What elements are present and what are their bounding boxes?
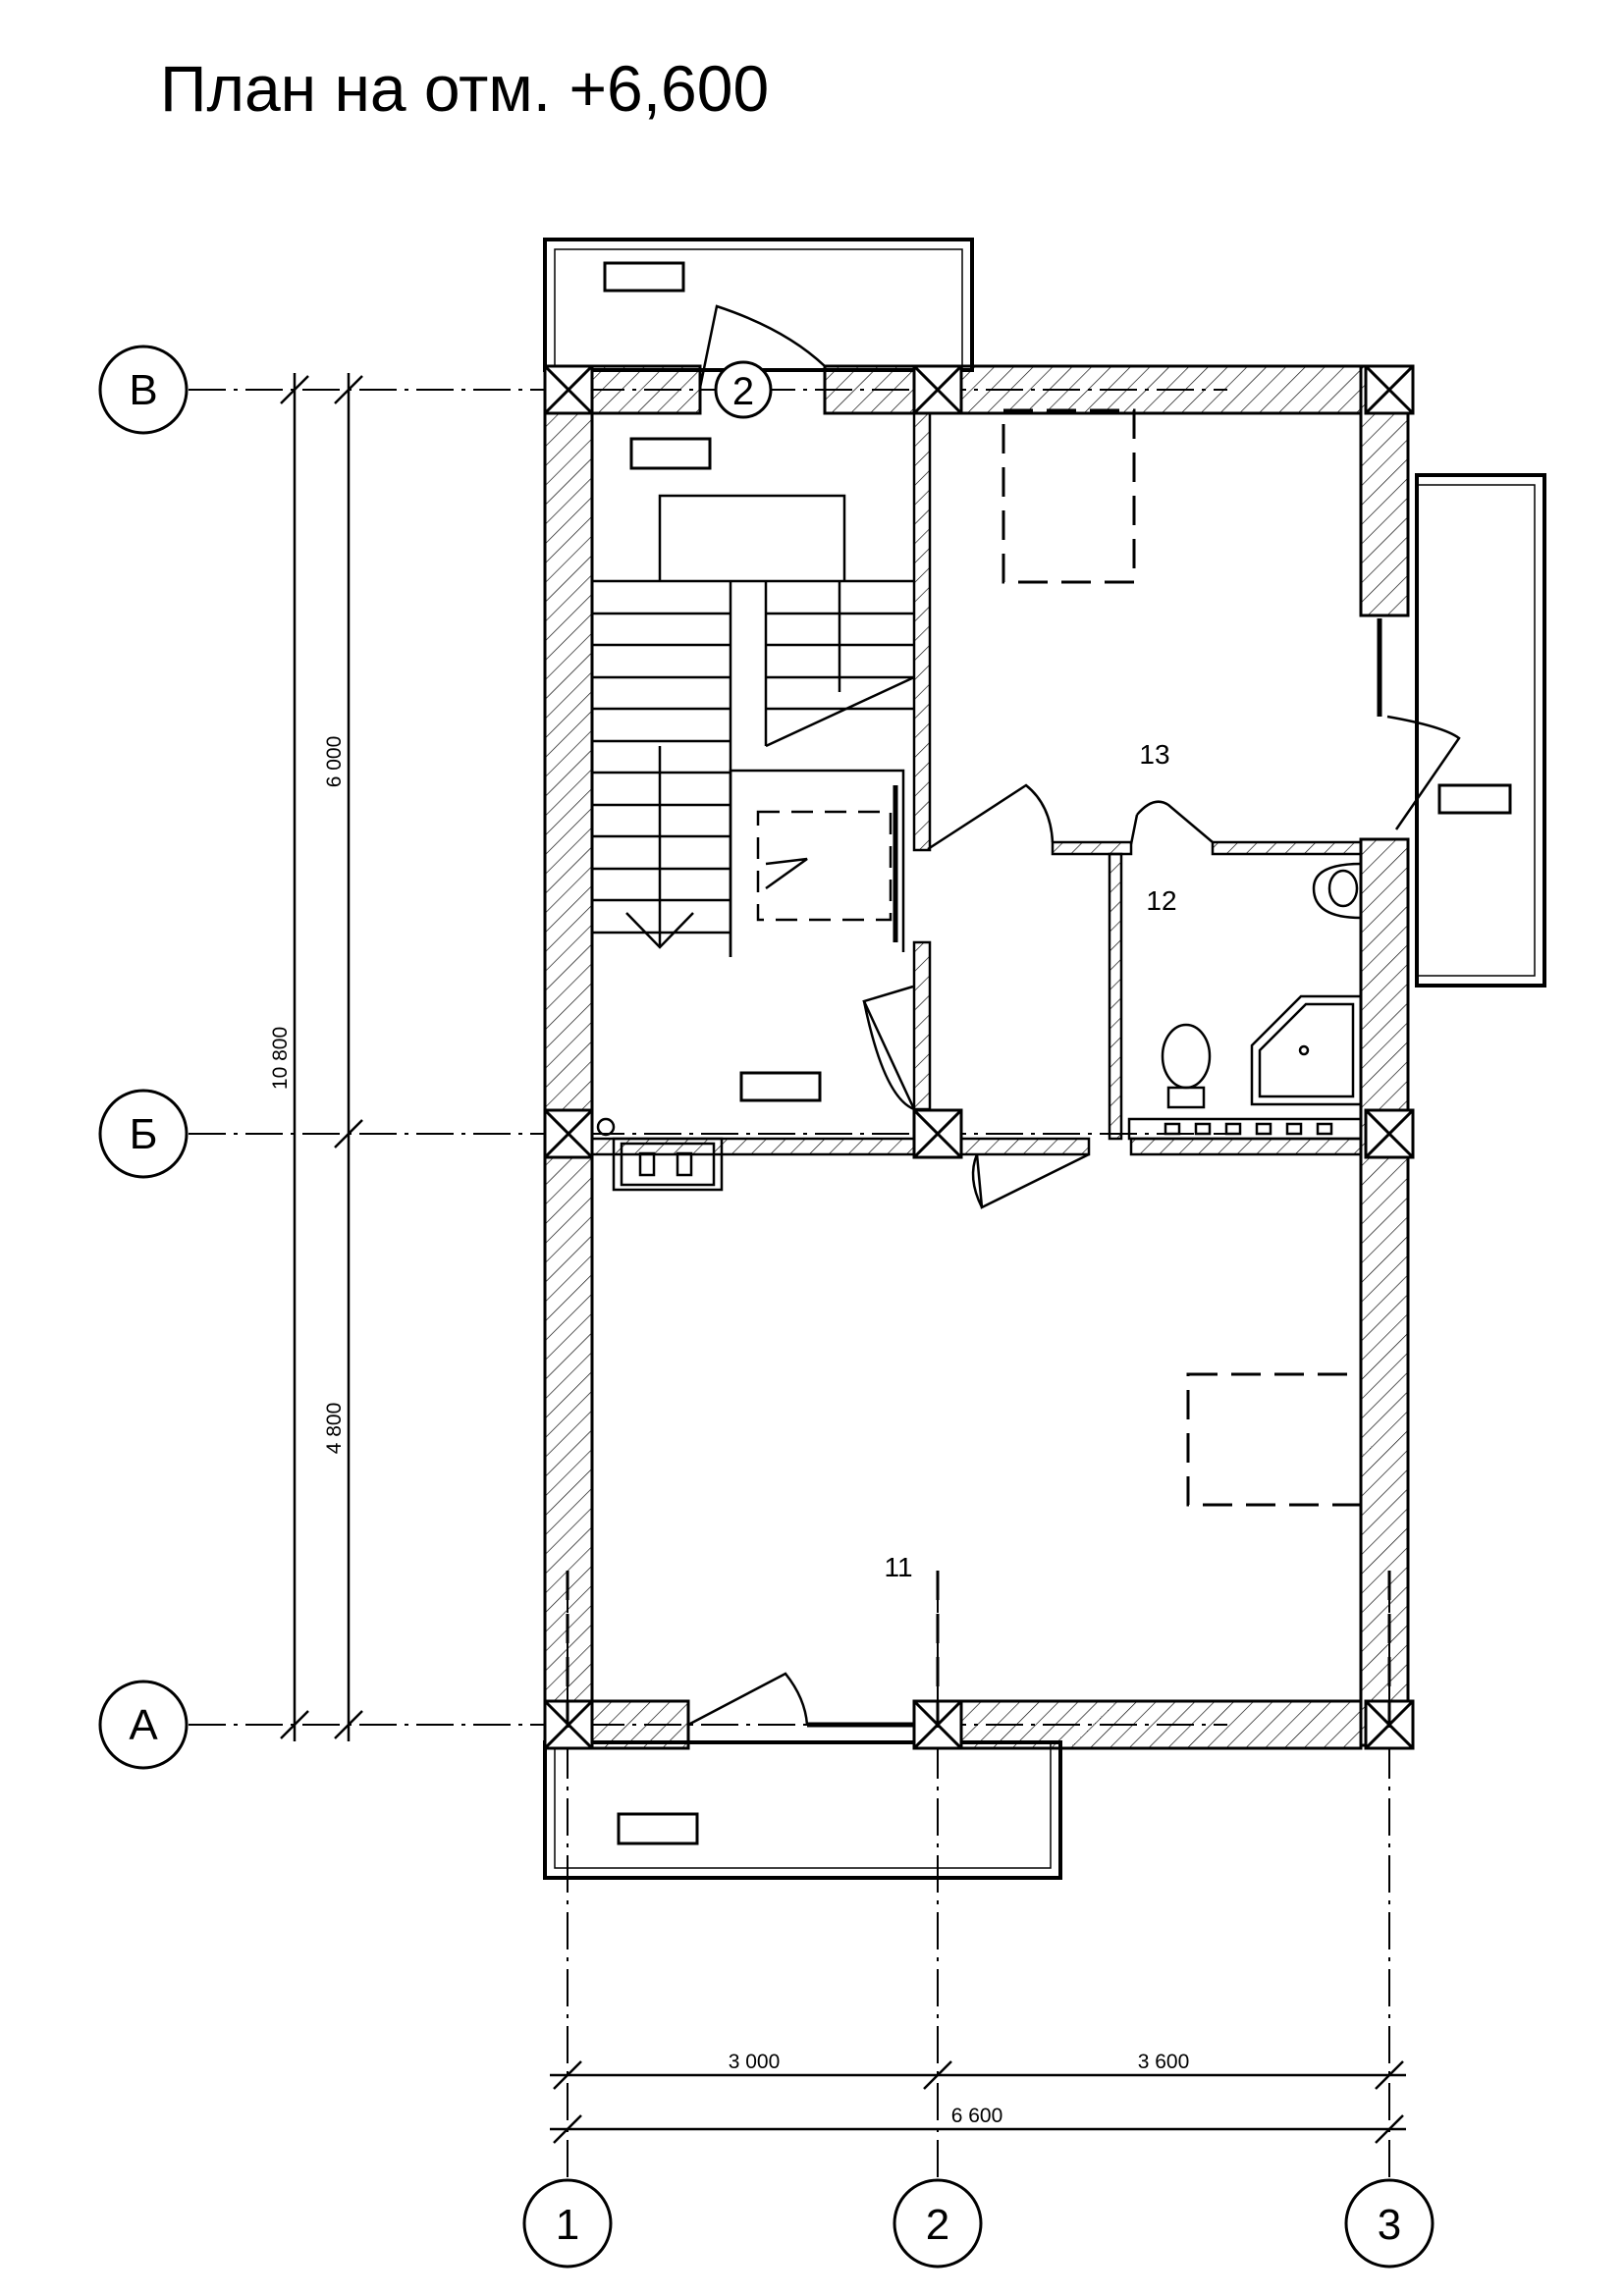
interior-walls	[590, 411, 1363, 1156]
vertical-dimensions	[280, 373, 363, 1741]
plan-title: План на отм. +6,600	[160, 52, 770, 125]
dim-v-lower: 4 800	[323, 1403, 346, 1455]
axis-label-2: 2	[926, 2201, 949, 2249]
exterior-walls	[543, 364, 1410, 1750]
column-V3	[1364, 364, 1415, 415]
axis-bubble-3: 3	[1344, 2178, 1435, 2269]
column-V2	[912, 364, 963, 415]
stair-mark-label: 2	[732, 370, 754, 413]
room-12-label: 12	[1146, 885, 1176, 916]
axis-bubble-1: 1	[522, 2178, 613, 2269]
stair-mark: 2	[714, 360, 773, 419]
balcony-top	[543, 238, 974, 372]
stair	[592, 437, 915, 1102]
horizontal-dimensions	[550, 2060, 1406, 2144]
balcony-bottom	[543, 1740, 1062, 1880]
column-B1	[543, 1108, 594, 1159]
column-B3	[1364, 1108, 1415, 1159]
axis-bubble-A: А	[98, 1680, 189, 1770]
axis-label-B: Б	[130, 1110, 158, 1158]
doors	[687, 304, 1461, 1728]
axis-bubble-B: Б	[98, 1089, 189, 1179]
axis-bubble-V: В	[98, 345, 189, 435]
axis-label-V: В	[129, 366, 157, 414]
axis-label-1: 1	[556, 2201, 579, 2249]
balcony-right	[1415, 473, 1546, 988]
column-B2	[912, 1108, 963, 1159]
axis-label-A: А	[129, 1701, 158, 1749]
axis-lines	[189, 389, 1390, 2179]
room-13-label: 13	[1139, 739, 1169, 770]
bathroom-fixtures	[596, 862, 1363, 1192]
room-11-label: 11	[884, 1552, 912, 1582]
dim-v-upper: 6 000	[323, 736, 346, 788]
dim-h-total: 6 600	[951, 2105, 1003, 2127]
columns	[543, 364, 1415, 1750]
dashed-outlines	[566, 408, 1391, 1728]
column-V1	[543, 364, 594, 415]
axis-label-3: 3	[1378, 2201, 1401, 2249]
axis-bubble-2: 2	[893, 2178, 983, 2269]
dim-h-right: 3 600	[1138, 2051, 1190, 2073]
dim-h-left: 3 000	[729, 2051, 781, 2073]
dim-v-total: 10 800	[269, 1027, 292, 1090]
